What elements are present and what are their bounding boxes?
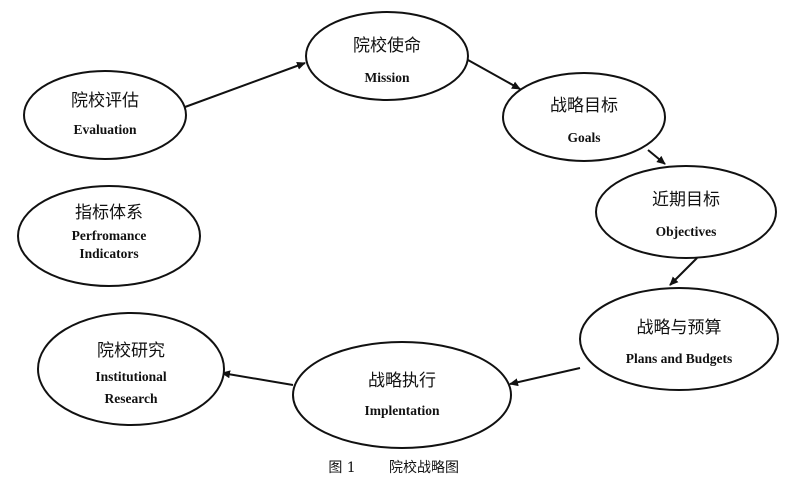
node-goals-en: Goals bbox=[567, 130, 600, 145]
node-implementation-zh: 战略执行 bbox=[368, 371, 436, 391]
arrow-evaluation-to-mission bbox=[184, 61, 306, 108]
node-plans-en: Plans and Budgets bbox=[626, 351, 733, 366]
node-indicators-en-line1: Perfromance bbox=[72, 228, 147, 243]
node-evaluation-zh: 院校评估 bbox=[71, 91, 139, 111]
figure-number: 图 1 bbox=[328, 460, 355, 476]
node-research-en-line1: Institutional bbox=[95, 369, 167, 384]
node-mission: 院校使命 Mission bbox=[305, 11, 469, 101]
node-institutional-research: 院校研究 Institutional Research bbox=[37, 312, 225, 426]
arrow-goals-to-objectives bbox=[647, 149, 666, 165]
arrow-mission-to-goals bbox=[467, 59, 521, 90]
node-objectives-en: Objectives bbox=[656, 224, 717, 239]
node-evaluation: 院校评估 Evaluation bbox=[23, 70, 187, 160]
node-research-zh: 院校研究 bbox=[97, 341, 165, 361]
figure-title: 院校战略图 bbox=[389, 459, 459, 476]
node-indicators-zh: 指标体系 bbox=[75, 203, 143, 223]
node-plans-zh: 战略与预算 bbox=[637, 318, 722, 338]
node-mission-zh: 院校使命 bbox=[353, 35, 421, 56]
node-implementation-en: Implentation bbox=[364, 403, 440, 418]
node-goals: 战略目标 Goals bbox=[502, 72, 666, 162]
node-implementation: 战略执行 Implentation bbox=[292, 341, 512, 449]
node-goals-zh: 战略目标 bbox=[550, 96, 618, 116]
node-evaluation-en: Evaluation bbox=[73, 122, 137, 137]
node-objectives-zh: 近期目标 bbox=[652, 190, 720, 210]
node-plans-and-budgets: 战略与预算 Plans and Budgets bbox=[579, 287, 779, 391]
arrow-objectives-to-plans bbox=[669, 257, 698, 286]
node-research-en-line2: Research bbox=[105, 391, 158, 406]
arrow-implementation-to-research bbox=[221, 370, 294, 386]
node-indicators-en-line2: Indicators bbox=[79, 246, 138, 261]
arrow-plans-to-implementation bbox=[509, 367, 581, 387]
node-objectives: 近期目标 Objectives bbox=[595, 165, 777, 259]
figure-caption: 图 1 院校战略图 bbox=[328, 459, 459, 476]
node-mission-en: Mission bbox=[364, 70, 410, 85]
node-performance-indicators: 指标体系 Perfromance Indicators bbox=[17, 185, 201, 287]
